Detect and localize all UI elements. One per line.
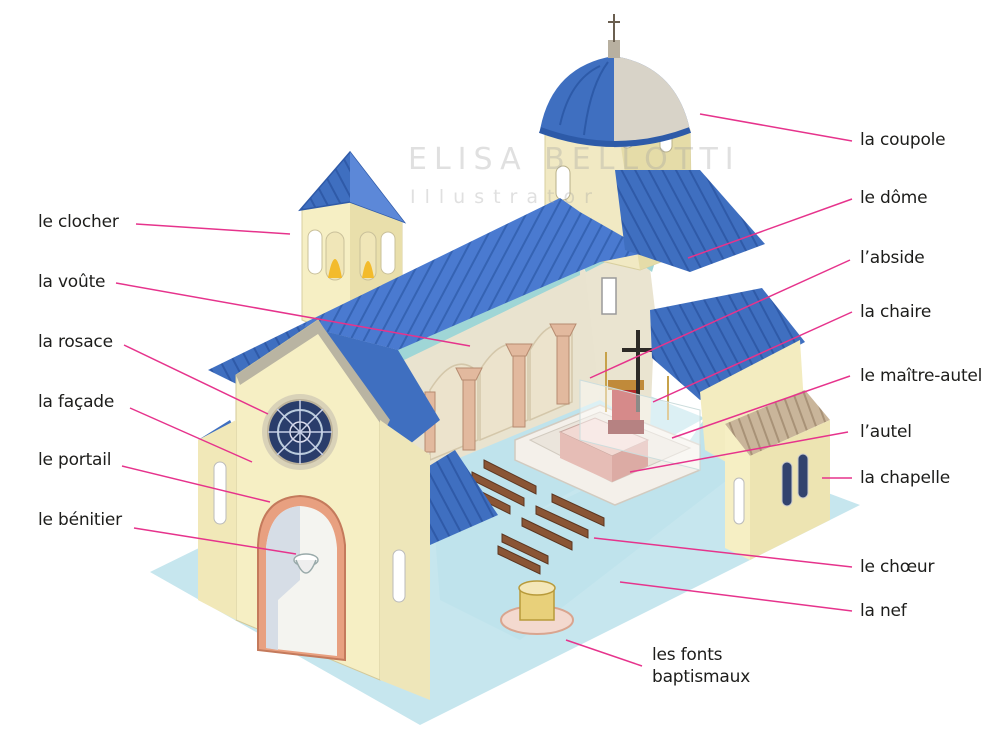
apse-rim xyxy=(580,240,655,272)
baptismal-font-icon xyxy=(500,580,574,635)
altar-side xyxy=(612,440,648,482)
leader-lines xyxy=(115,113,853,667)
label-clocher: le clocher xyxy=(38,212,119,232)
transept-roof xyxy=(650,288,805,400)
upper-right-roof xyxy=(615,170,765,272)
label-dome: le dôme xyxy=(860,188,928,208)
chancel-screen xyxy=(579,379,701,471)
watermark-name: ELISA BELLOTTI xyxy=(408,142,741,177)
label-nef: la nef xyxy=(860,601,907,621)
label-benitier: le bénitier xyxy=(38,510,122,530)
chair xyxy=(608,380,644,434)
label-autel: l’autel xyxy=(860,422,912,442)
chapel-building xyxy=(725,390,830,560)
label-abside: l’abside xyxy=(860,248,925,268)
watermark-role: Illustrator xyxy=(410,186,601,208)
holy-water-font-icon xyxy=(293,553,319,574)
apse-window xyxy=(601,277,617,315)
label-maitre-autel: le maître-autel xyxy=(860,366,983,386)
rose-window-icon xyxy=(262,394,338,470)
label-portail: le portail xyxy=(38,450,112,470)
label-voute: la voûte xyxy=(38,272,106,292)
label-coupole: la coupole xyxy=(860,130,946,150)
label-chaire: la chaire xyxy=(860,302,932,322)
label-chapelle: la chapelle xyxy=(860,468,951,488)
candlesticks xyxy=(605,352,669,420)
label-fonts-baptismaux: les fonts baptismaux xyxy=(652,645,751,687)
nave-roof-back xyxy=(300,198,650,350)
pews xyxy=(461,459,605,575)
altar-front xyxy=(560,432,612,482)
label-choeur: le chœur xyxy=(860,557,935,577)
cupola xyxy=(538,14,692,148)
label-facade: la façade xyxy=(38,392,115,412)
cross-icon xyxy=(608,14,620,42)
label-rosace: la rosace xyxy=(38,332,113,352)
bell-icon xyxy=(328,259,342,278)
portal xyxy=(257,494,346,662)
